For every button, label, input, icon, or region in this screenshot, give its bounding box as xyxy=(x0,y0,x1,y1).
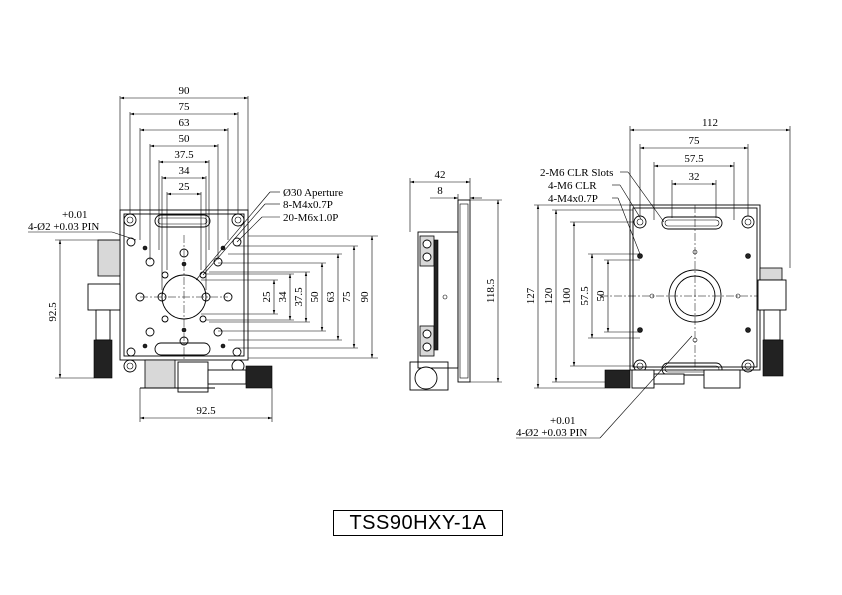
front-rdim-25: 25 xyxy=(261,291,273,303)
front-ldim-92-5: 92.5 xyxy=(47,302,59,322)
front-rdim-37-5: 37.5 xyxy=(293,287,305,307)
side-rdim-118-5: 118.5 xyxy=(485,278,497,303)
top-dim-112: 112 xyxy=(702,117,718,129)
top-dim-32: 32 xyxy=(689,171,700,183)
top-top-dimensions: 112 75 57.5 32 xyxy=(629,117,791,268)
front-rdim-34: 34 xyxy=(277,291,289,303)
top-ldim-100: 100 xyxy=(561,287,573,304)
top-left-dimensions: 127 120 100 57.5 50 xyxy=(525,204,640,389)
callout-m4: 8-M4x0.7P xyxy=(283,199,333,211)
front-dim-25: 25 xyxy=(179,181,191,193)
front-dim-75: 75 xyxy=(179,101,191,113)
front-dim-90: 90 xyxy=(179,85,191,97)
drawing-title: TSS90HXY-1A xyxy=(333,510,503,536)
side-top-dimensions: 42 8 xyxy=(409,169,482,232)
top-callouts: 2-M6 CLR Slots 4-M6 CLR 4-M4x0.7P xyxy=(540,167,665,255)
front-rdim-75: 75 xyxy=(341,291,353,303)
front-dim-37-5: 37.5 xyxy=(174,149,194,161)
front-view xyxy=(87,209,273,393)
callout-m4-top: 4-M4x0.7P xyxy=(548,193,598,205)
front-callouts: Ø30 Aperture 8-M4x0.7P 20-M6x1.0P xyxy=(195,187,343,281)
callout-m6: 20-M6x1.0P xyxy=(283,212,338,224)
top-ldim-57-5: 57.5 xyxy=(579,286,591,306)
front-dim-50: 50 xyxy=(179,133,191,145)
front-dim-34: 34 xyxy=(179,165,191,177)
side-dim-8: 8 xyxy=(437,185,443,197)
top-pin-callout: +0.01 4-Ø2 +0.03 PIN xyxy=(516,335,693,439)
top-ldim-50: 50 xyxy=(595,290,607,302)
top-ldim-127: 127 xyxy=(525,287,537,304)
top-dim-57-5: 57.5 xyxy=(684,153,704,165)
front-bdim-92-5: 92.5 xyxy=(196,405,216,417)
front-dim-63: 63 xyxy=(179,117,191,129)
callout-slots: 2-M6 CLR Slots xyxy=(540,167,613,179)
front-rdim-63: 63 xyxy=(325,291,337,303)
callout-aperture: Ø30 Aperture xyxy=(283,187,343,199)
front-bottom-dimension: 92.5 xyxy=(139,388,273,422)
side-view xyxy=(409,199,471,391)
front-top-dimensions: 90 75 63 50 37.5 34 25 xyxy=(119,85,249,290)
front-right-dimensions: 25 34 37.5 50 63 75 90 xyxy=(201,235,378,359)
side-dim-42: 42 xyxy=(435,169,446,181)
front-rdim-50: 50 xyxy=(309,291,321,303)
front-left-dimension: 92.5 xyxy=(47,239,120,379)
top-view xyxy=(600,204,787,389)
callout-m6-clr: 4-M6 CLR xyxy=(548,180,597,192)
front-pin-callout: +0.01 4-Ø2 +0.03 PIN xyxy=(28,209,137,241)
top-dim-75: 75 xyxy=(689,135,701,147)
top-pin-tolerance: +0.01 xyxy=(550,415,575,427)
top-ldim-120: 120 xyxy=(543,287,555,304)
top-pin-label: 4-Ø2 +0.03 PIN xyxy=(516,427,587,439)
front-pin-label: 4-Ø2 +0.03 PIN xyxy=(28,221,99,233)
side-right-dimension: 118.5 xyxy=(470,199,502,383)
front-rdim-90: 90 xyxy=(359,291,371,303)
front-pin-tolerance: +0.01 xyxy=(62,209,87,221)
